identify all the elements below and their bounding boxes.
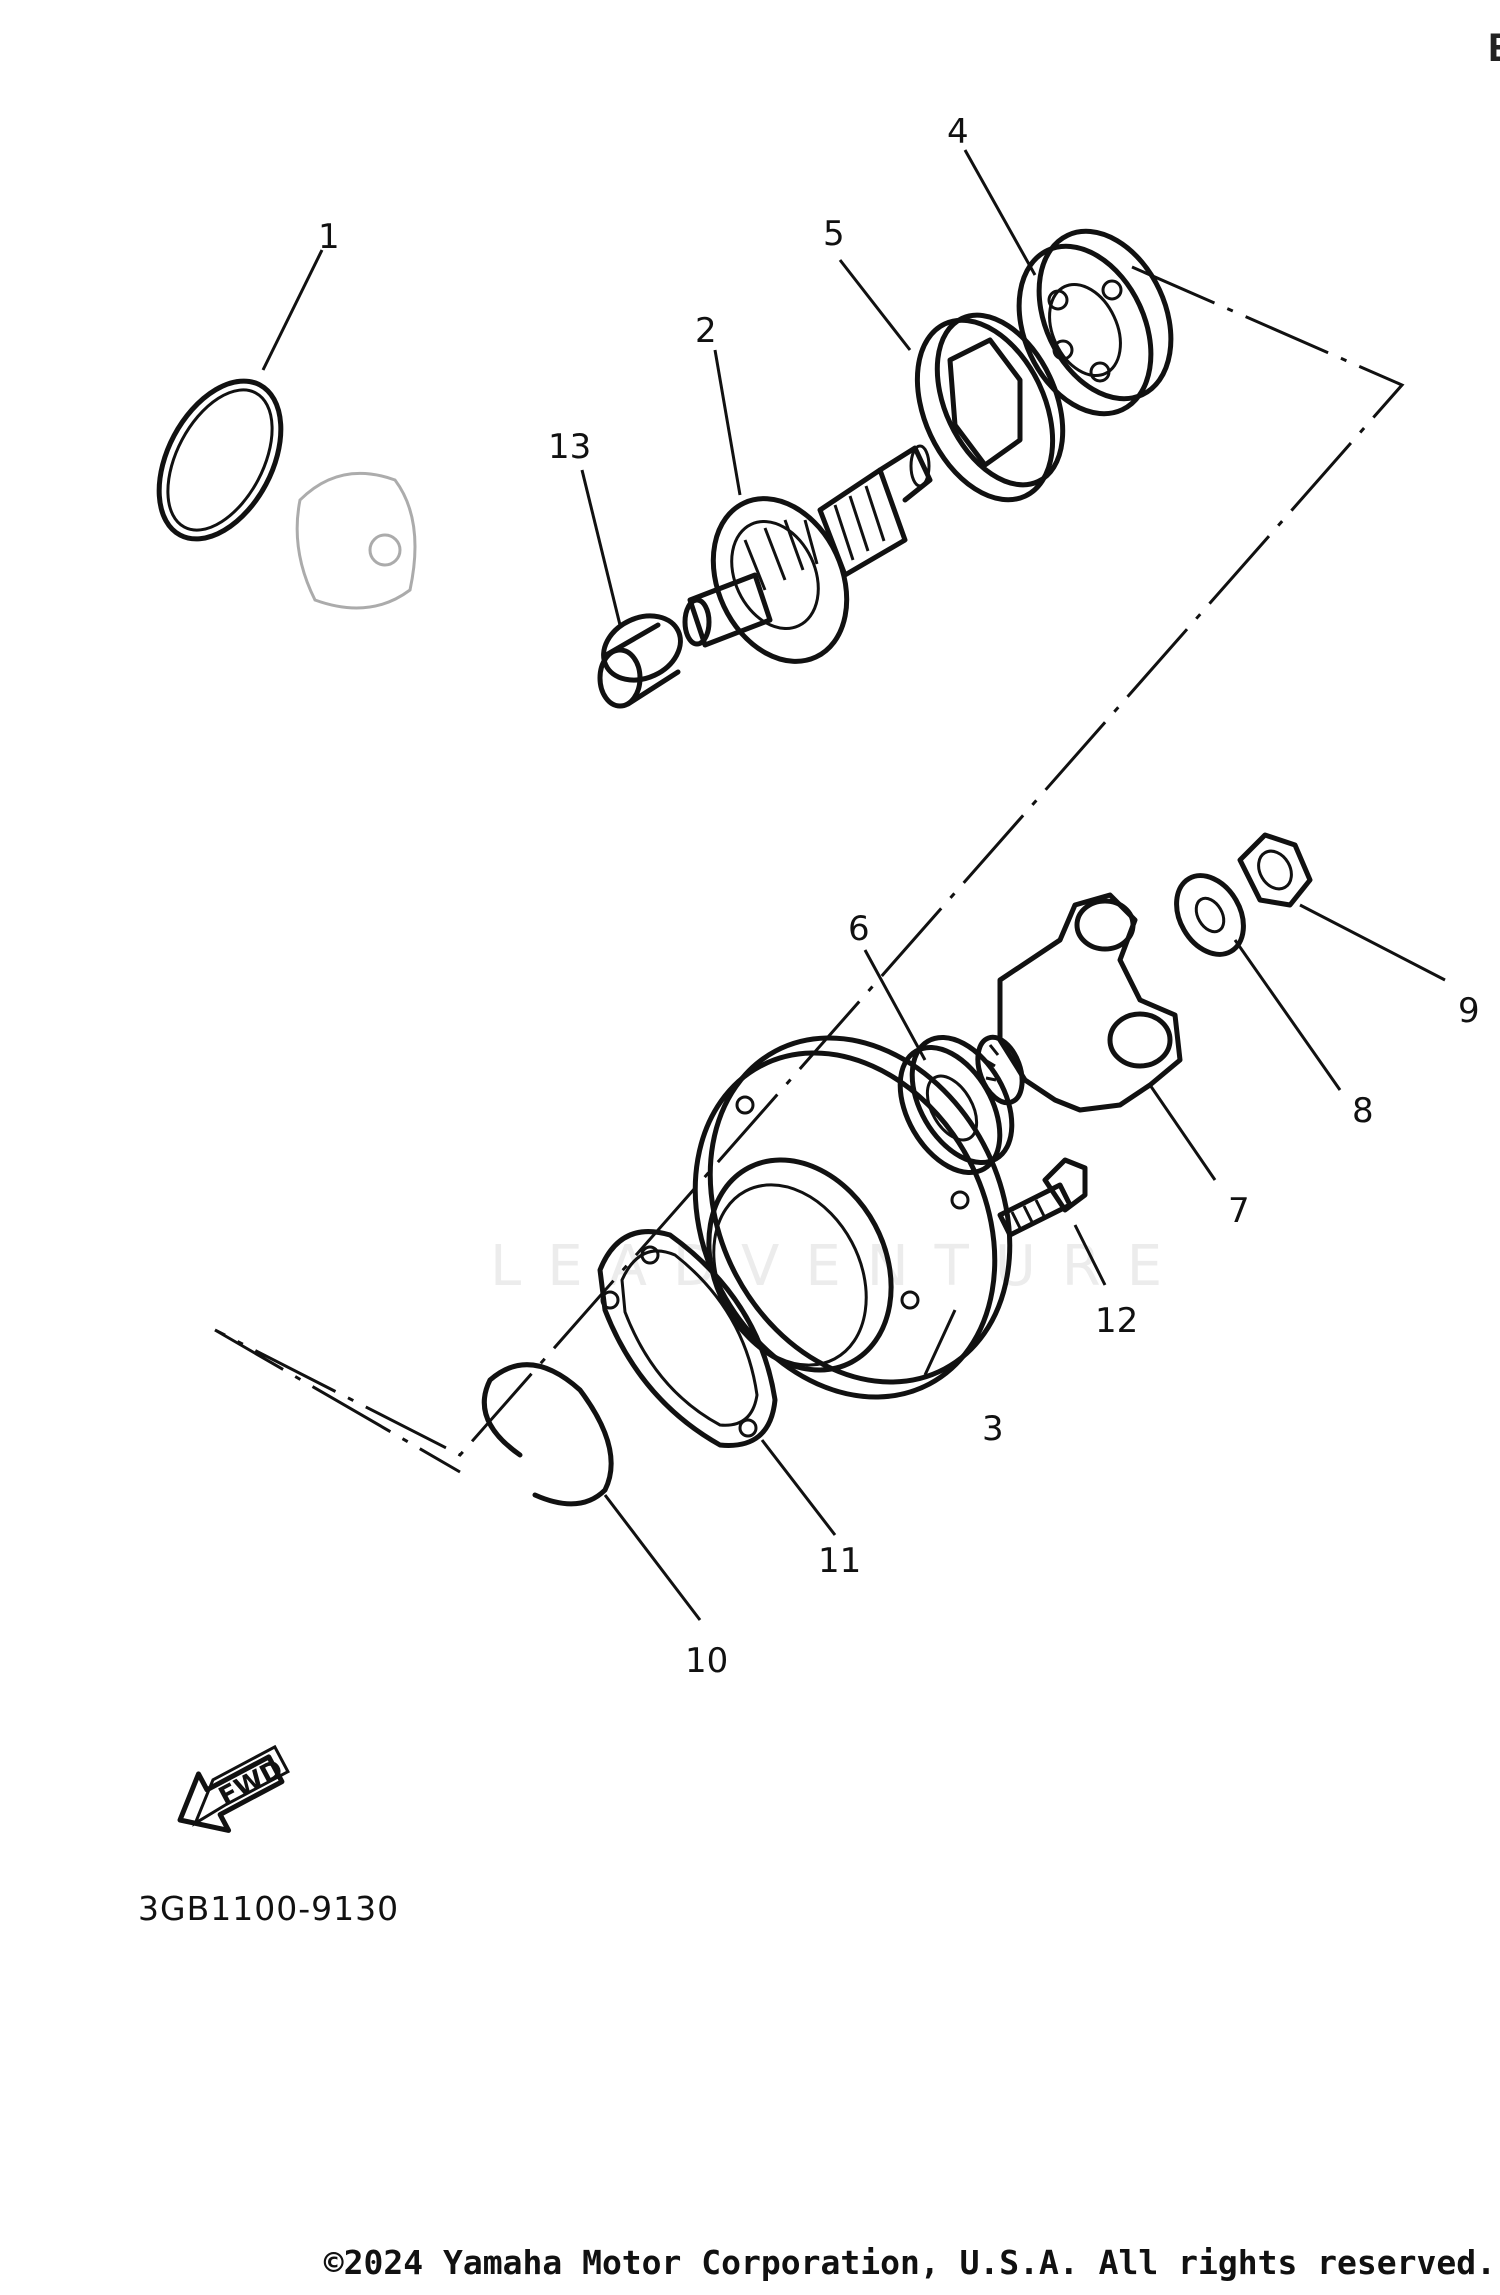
fwd-arrow-icon: FWD: [177, 1744, 290, 1833]
fwd-label: FWD: [214, 1754, 288, 1812]
ghost-gear-outline: [295, 471, 417, 610]
part-5-collar: [914, 312, 1066, 503]
part-4-ball-bearing: [1016, 228, 1174, 417]
callout-5: 5: [823, 214, 845, 254]
callout-7: 7: [1228, 1191, 1250, 1231]
callout-3: 3: [982, 1409, 1004, 1449]
part-9-nut: [1237, 832, 1313, 908]
assembly-outline: [214, 265, 1405, 1474]
part-12-bolt: [997, 1157, 1088, 1238]
part-3-housing: [692, 1035, 1013, 1400]
clipped-edge-text: E: [1488, 28, 1500, 68]
part-7-yoke: [975, 892, 1183, 1113]
diagram-part-code: 3GB1100-9130: [138, 1889, 399, 1928]
part-10-circlip: [481, 1362, 614, 1507]
part-13-needle-bearing: [597, 613, 683, 709]
copyright-notice: ©2024 Yamaha Motor Corporation, U.S.A. A…: [323, 2243, 1496, 2282]
callout-2: 2: [695, 311, 717, 351]
part-11-gasket: [597, 1229, 778, 1448]
callout-6: 6: [848, 909, 870, 949]
part-2-drive-gear: [682, 444, 933, 664]
leader-lines: [261, 149, 1446, 1621]
callout-11: 11: [818, 1541, 861, 1581]
callout-8: 8: [1352, 1091, 1374, 1131]
part-8-washer: [1174, 873, 1246, 957]
callout-13: 13: [548, 427, 591, 467]
callout-4: 4: [947, 112, 969, 152]
callout-1: 1: [318, 217, 340, 257]
part-1-o-ring: [156, 378, 284, 542]
callout-10: 10: [685, 1641, 728, 1681]
callout-12: 12: [1095, 1301, 1138, 1341]
callout-9: 9: [1458, 991, 1480, 1031]
